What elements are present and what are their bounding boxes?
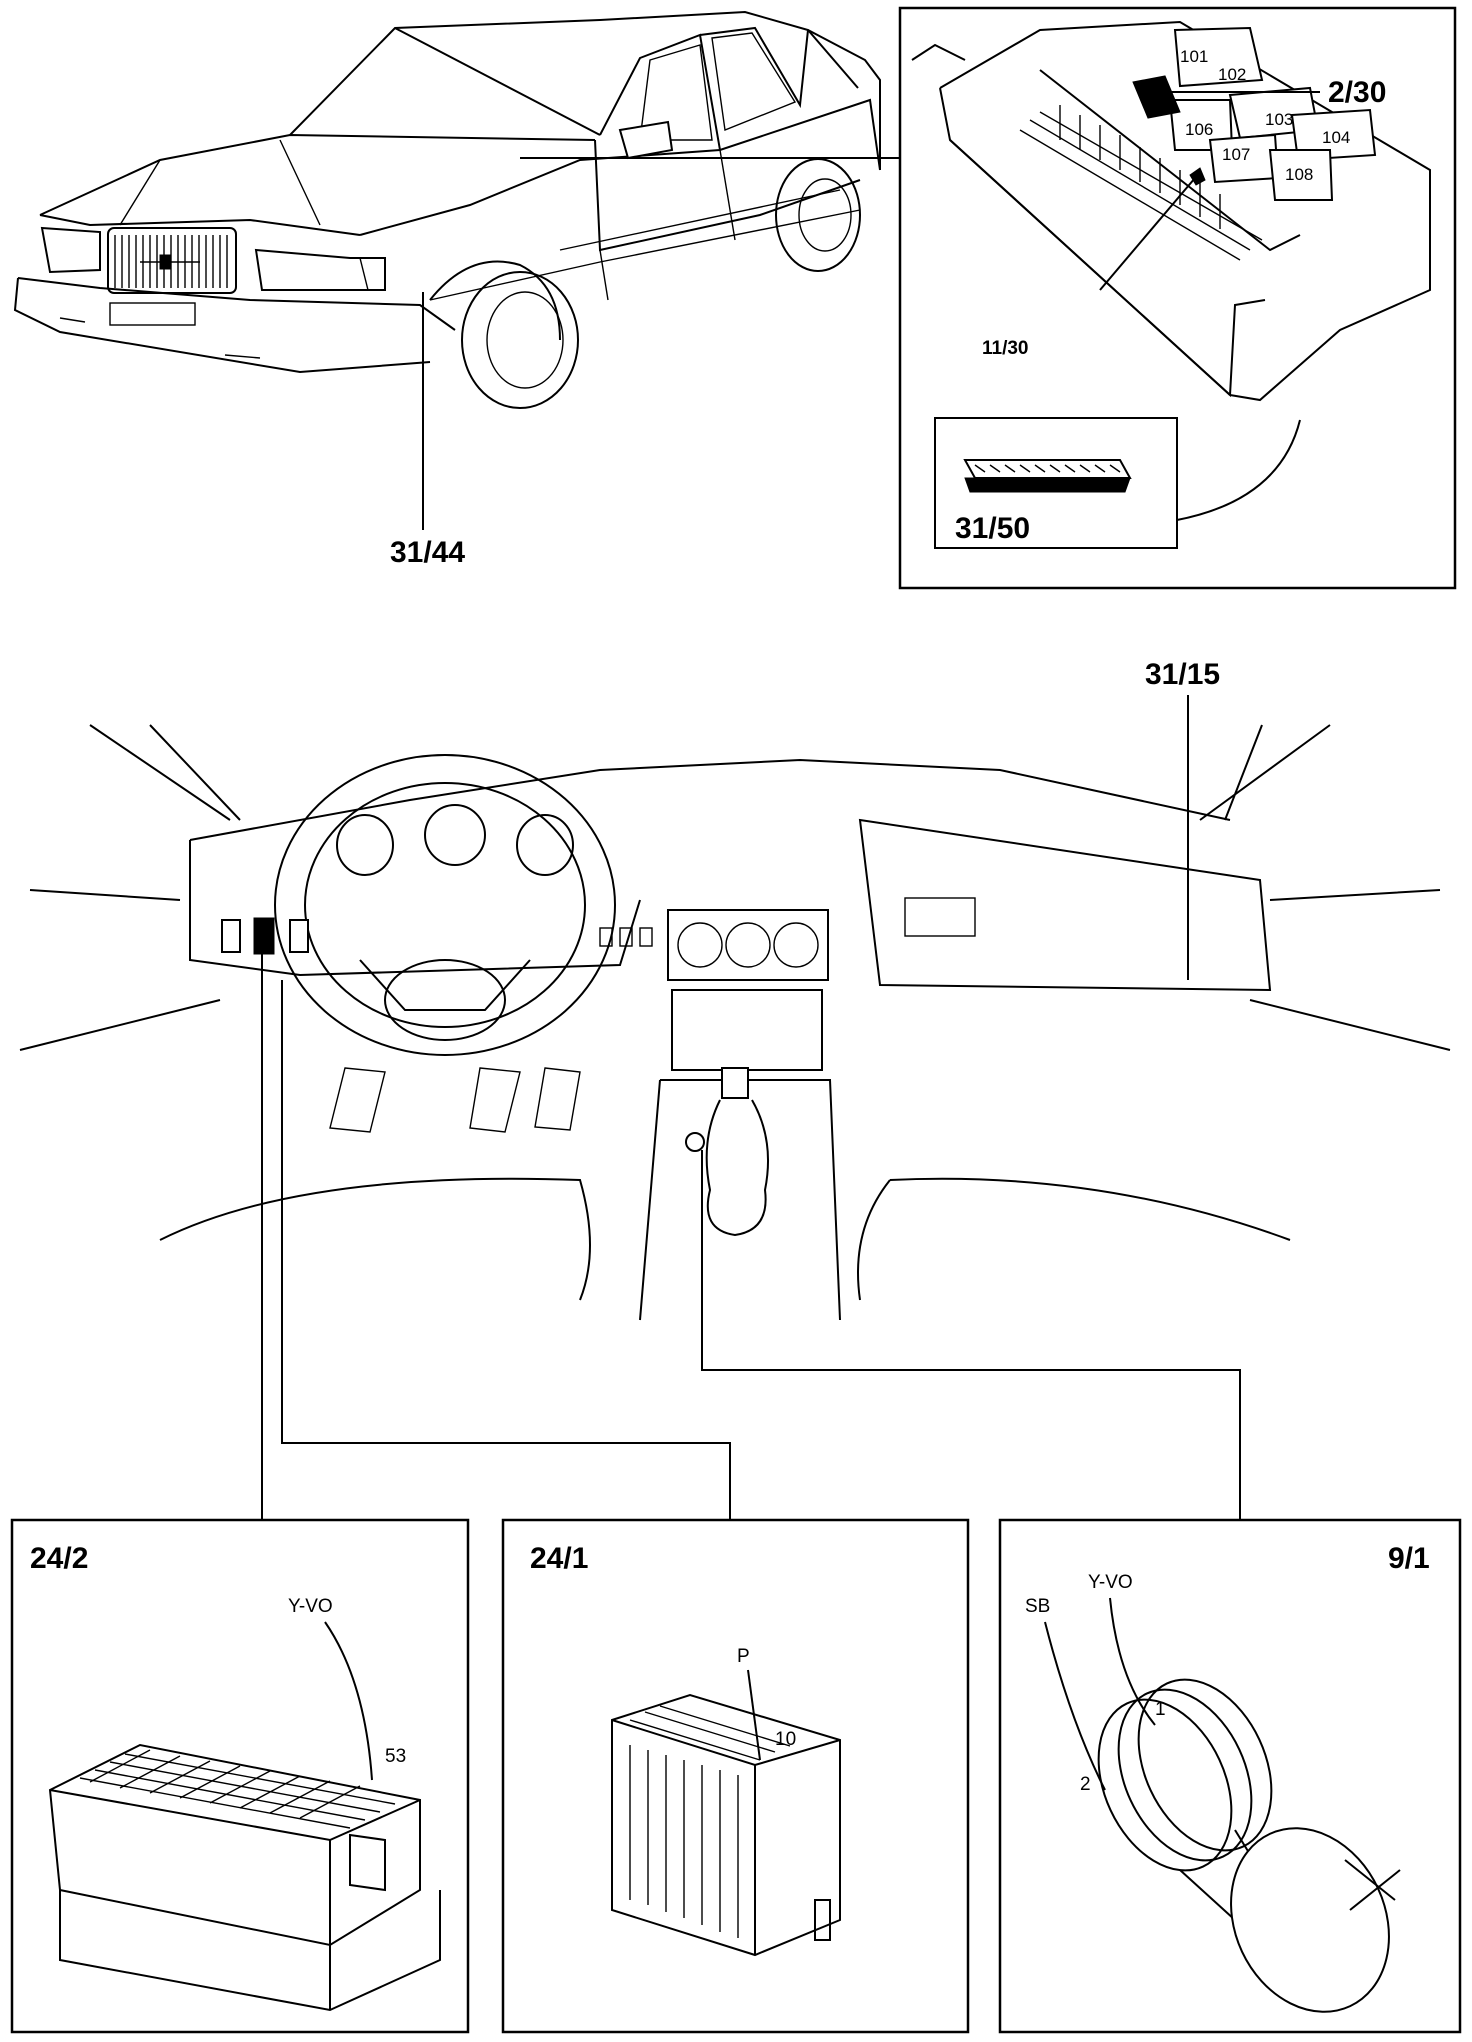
relay-label-103: 103 xyxy=(1265,110,1293,129)
relay-label-104: 104 xyxy=(1322,128,1350,147)
wire-color-sb: SB xyxy=(1025,1596,1050,1617)
connector-24-2-illustration: Y-VO 53 xyxy=(48,1596,441,2012)
pin-2: 2 xyxy=(1080,1774,1091,1795)
connector-9-1-illustration: Y-VO SB 1 2 xyxy=(1025,1572,1401,2013)
relay-2-30-highlight xyxy=(1132,75,1181,119)
fuse-box-frame xyxy=(898,6,1457,590)
connector-31-50-inset xyxy=(934,417,1178,549)
wire-color-y-vo-9-1: Y-VO xyxy=(1088,1572,1133,1593)
connection-leaders xyxy=(261,954,1241,1520)
pin-53: 53 xyxy=(385,1746,406,1767)
dashboard-illustration: 31/15 xyxy=(19,658,1451,1321)
panel-9-1 xyxy=(998,1518,1462,2034)
wire-color-p: P xyxy=(737,1646,750,1667)
relay-label-101: 101 xyxy=(1180,47,1208,66)
label-9-1: 9/1 xyxy=(1388,1542,1430,1575)
panel-24-1 xyxy=(501,1518,970,2034)
connector-24-1-illustration: P 10 xyxy=(611,1646,841,1957)
fuse-box-illustration: 101 102 103 104 106 107 108 2/30 11/30 3… xyxy=(911,20,1431,549)
panel-24-2 xyxy=(10,1518,470,2034)
label-24-2: 24/2 xyxy=(30,1542,88,1575)
label-31-44: 31/44 xyxy=(390,536,465,569)
relay-101-102 xyxy=(1173,26,1264,88)
fuse-row xyxy=(1019,105,1263,261)
label-31-15: 31/15 xyxy=(1145,658,1220,691)
relay-label-108: 108 xyxy=(1285,165,1313,184)
label-24-1: 24/1 xyxy=(530,1542,588,1575)
wire-color-y-vo-24-2: Y-VO xyxy=(288,1596,333,1617)
relay-label-106: 106 xyxy=(1185,120,1213,139)
pin-10: 10 xyxy=(775,1729,796,1750)
label-2-30: 2/30 xyxy=(1328,76,1386,109)
relay-label-102: 102 xyxy=(1218,65,1246,84)
switch-24-2-highlight xyxy=(253,917,275,955)
relay-label-107: 107 xyxy=(1222,145,1250,164)
label-31-50: 31/50 xyxy=(955,512,1030,545)
car-illustration: 31/44 xyxy=(13,10,900,569)
relay-108 xyxy=(1268,149,1334,201)
pin-1: 1 xyxy=(1155,1699,1166,1720)
relay-104 xyxy=(1290,108,1377,162)
label-11-30: 11/30 xyxy=(982,338,1029,359)
